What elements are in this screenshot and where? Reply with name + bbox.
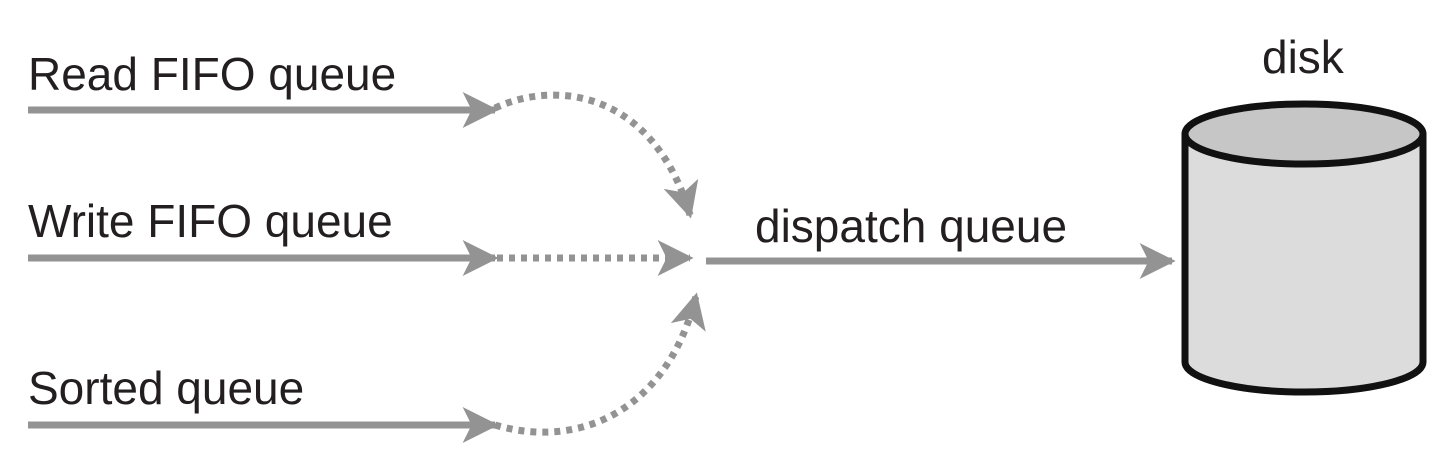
disk-label: disk	[1262, 31, 1345, 83]
write-fifo-queue-label: Write FIFO queue	[28, 195, 393, 247]
sorted-queue-label: Sorted queue	[28, 362, 304, 414]
sorted-queue-dotted-merge-arrow	[494, 292, 706, 436]
disk-top	[1181, 100, 1427, 168]
disk-body	[1181, 130, 1427, 396]
disk-icon	[1181, 100, 1427, 396]
read-fifo-queue-label: Read FIFO queue	[28, 48, 396, 100]
read-fifo-dotted-merge-arrow	[493, 91, 699, 219]
dispatch-queue-label: dispatch queue	[755, 200, 1067, 252]
